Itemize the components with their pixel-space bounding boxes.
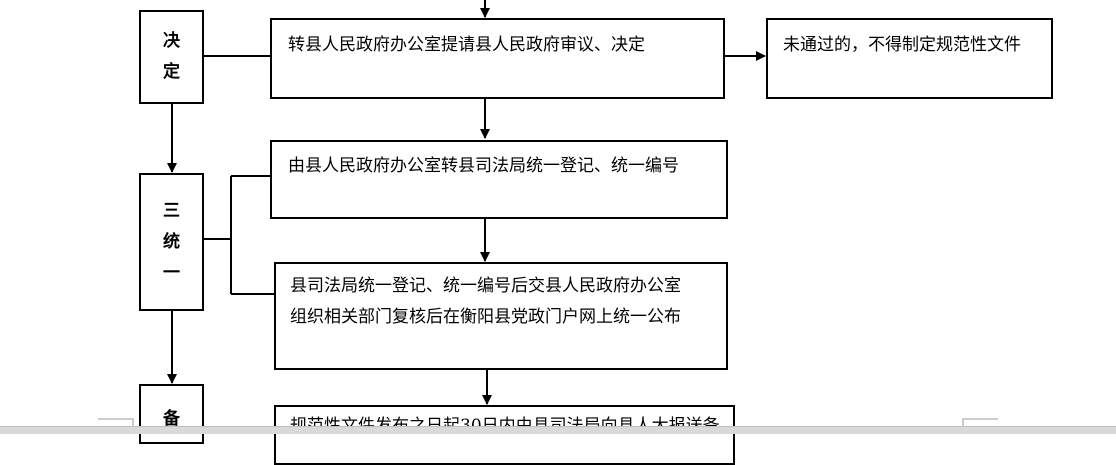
step-transfer-review-text: 转县人民政府办公室提请县人民政府审议、决定 bbox=[288, 35, 645, 55]
flowchart: 决 定 三 统 一 备 转县人民政府办公室提请县人民政府审议、决定 未通过的，不… bbox=[98, 0, 1053, 465]
step-publish-line2: 组织相关部门复核后在衡阳县党政门户网上统一公布 bbox=[290, 307, 681, 327]
step-rejected-text: 未通过的，不得制定规范性文件 bbox=[783, 35, 1021, 55]
unify-label: 三 统 一 bbox=[139, 173, 204, 311]
decide-label-char: 决 bbox=[163, 31, 180, 51]
step-transfer-review: 转县人民政府办公室提请县人民政府审议、决定 bbox=[270, 18, 725, 99]
viewport-bottom-bar bbox=[0, 426, 1116, 434]
step-filing: 规范性文件发布之日起30日内由县司法局向县人大报送备 bbox=[274, 405, 735, 465]
step-publish: 县司法局统一登记、统一编号后交县人民政府办公室 组织相关部门复核后在衡阳县党政门… bbox=[274, 262, 728, 370]
unify-label-char: 一 bbox=[163, 262, 180, 283]
unify-label-char: 统 bbox=[163, 231, 180, 252]
step-register-text: 由县人民政府办公室转县司法局统一登记、统一编号 bbox=[288, 156, 679, 176]
decide-label: 决 定 bbox=[139, 10, 204, 104]
unify-label-char: 三 bbox=[163, 200, 180, 221]
record-label-char: 备 bbox=[163, 409, 180, 429]
record-label: 备 bbox=[139, 384, 204, 444]
decide-label-char: 定 bbox=[163, 62, 180, 82]
step-rejected: 未通过的，不得制定规范性文件 bbox=[766, 18, 1053, 99]
step-publish-line1: 县司法局统一登记、统一编号后交县人民政府办公室 bbox=[290, 276, 681, 296]
step-register: 由县人民政府办公室转县司法局统一登记、统一编号 bbox=[270, 140, 728, 219]
